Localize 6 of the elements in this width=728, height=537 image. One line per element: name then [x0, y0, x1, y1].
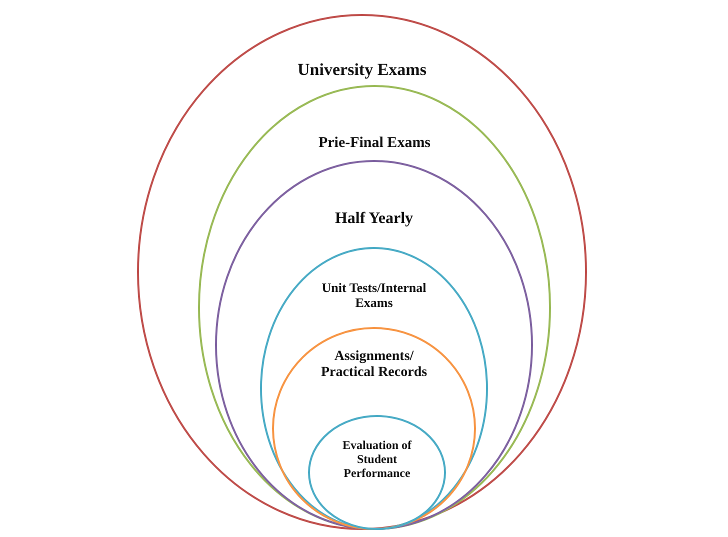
ring-label: Assignments/ Practical Records — [320, 349, 428, 382]
ring-label: Half Yearly — [334, 210, 414, 228]
ring-label: Evaluation of Student Performance — [341, 439, 413, 480]
ring-label: Unit Tests/Internal Exams — [320, 281, 428, 311]
ring-label: University Exams — [296, 60, 428, 80]
ring-label: Prie-Final Exams — [317, 135, 432, 152]
